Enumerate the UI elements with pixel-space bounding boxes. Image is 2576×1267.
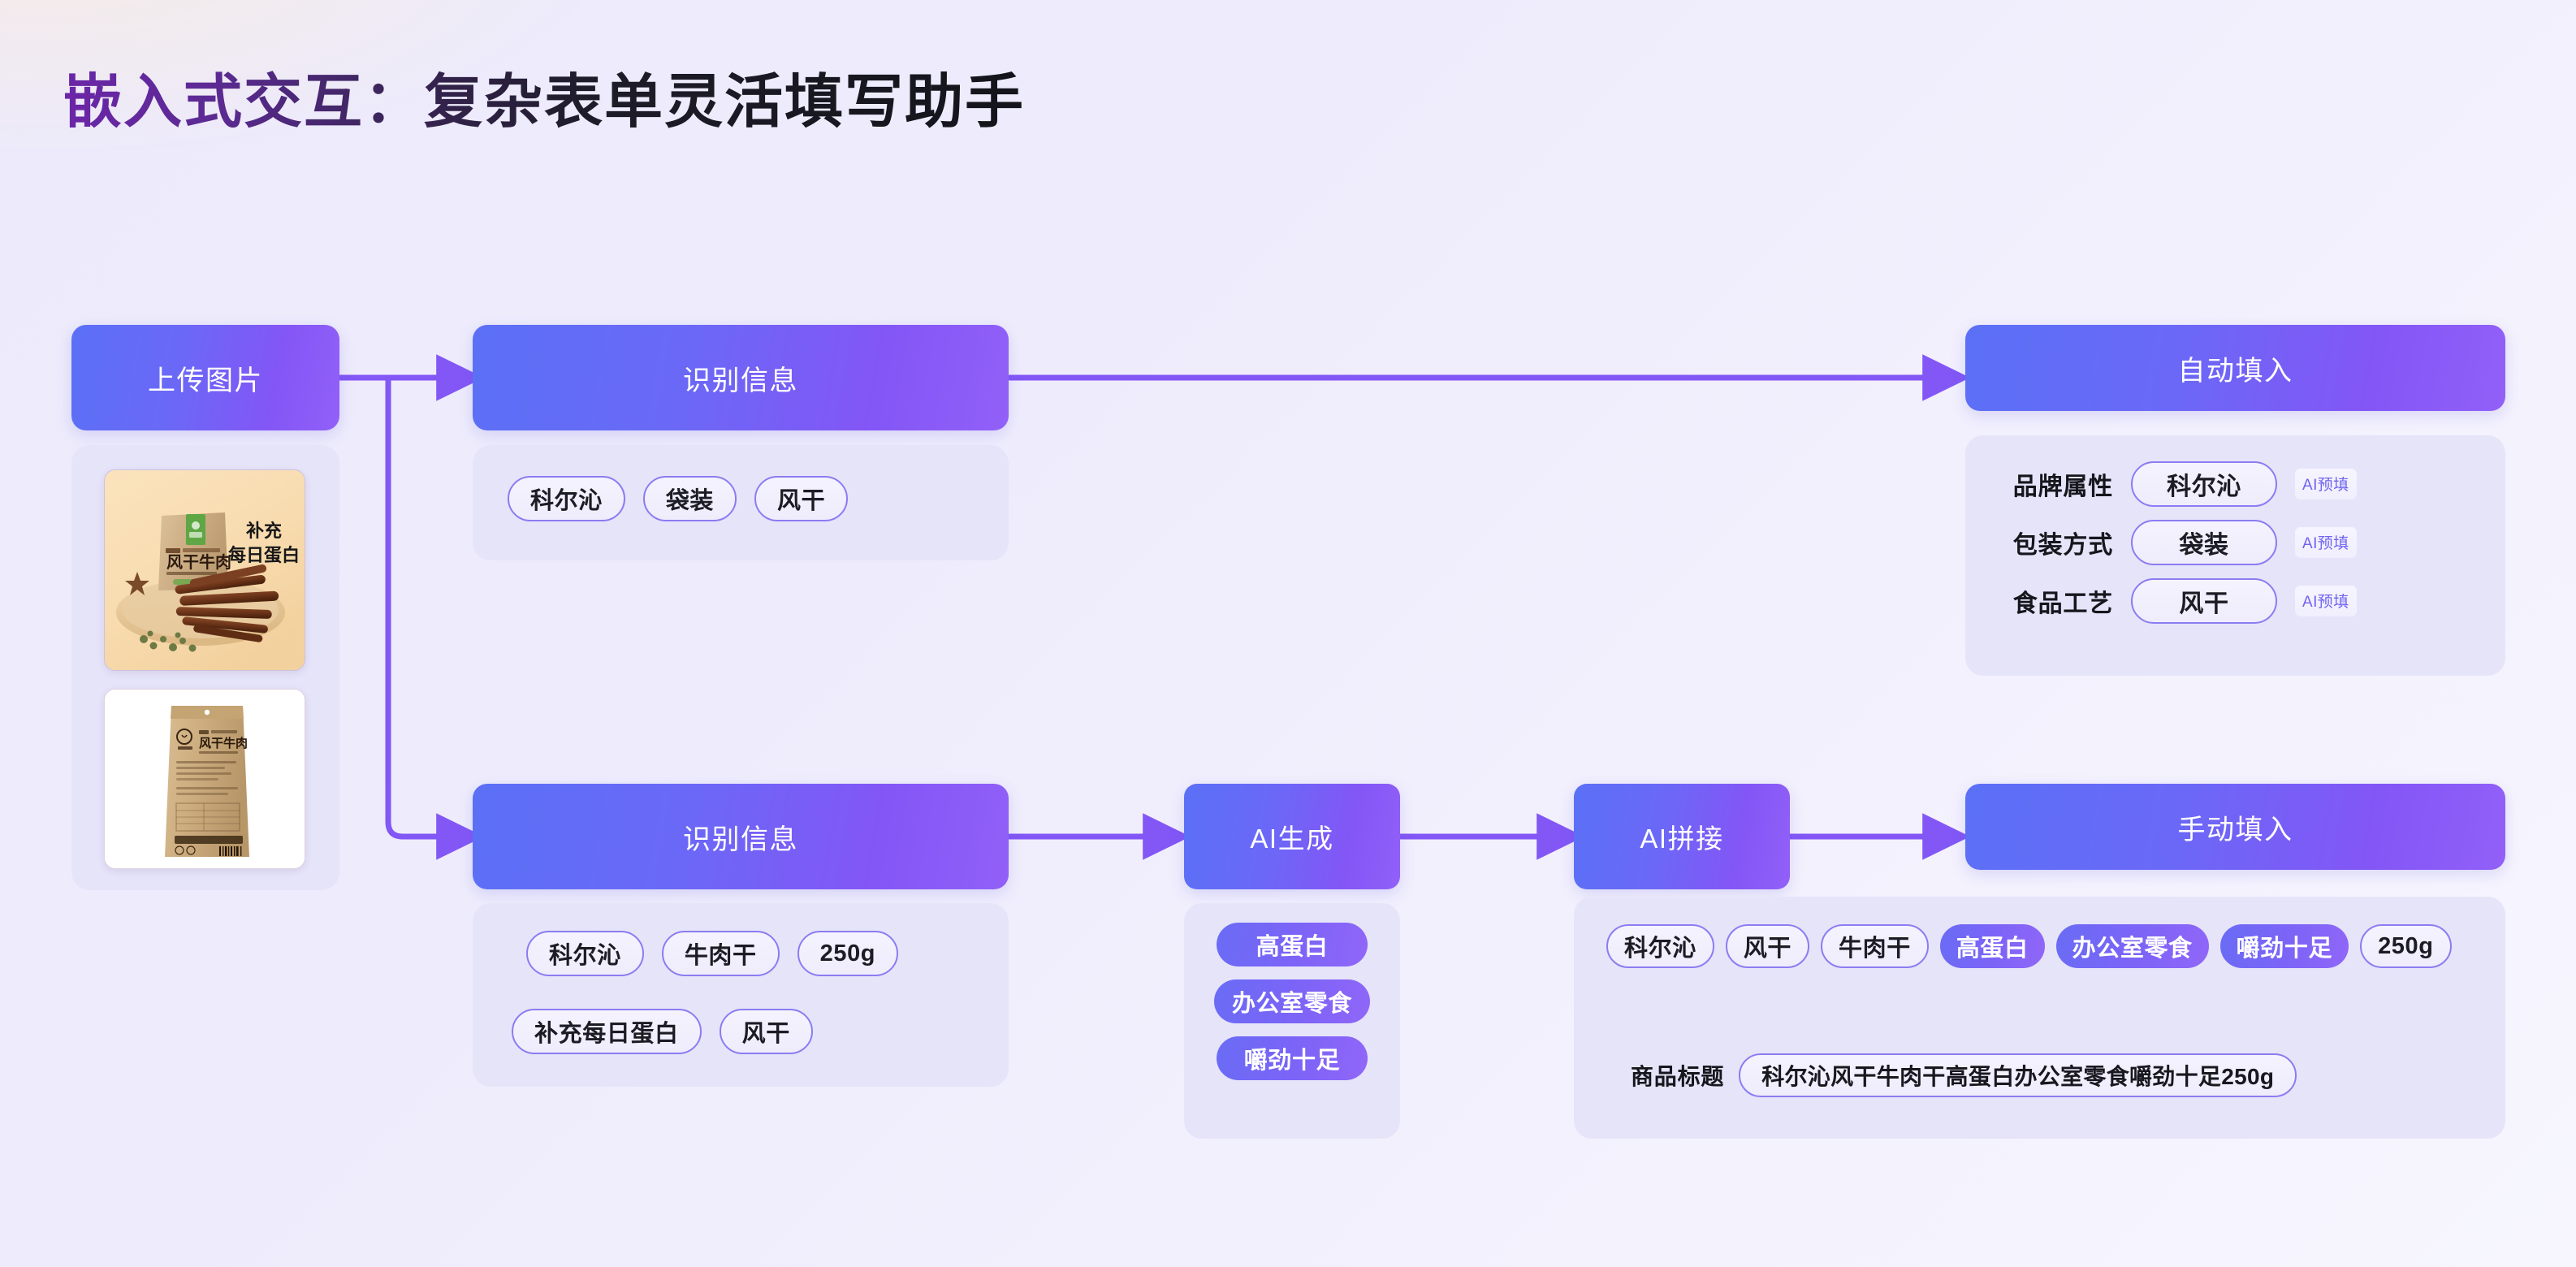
form-row: 包装方式 袋装 AI预填 xyxy=(2006,520,2357,565)
tag-pill[interactable]: 风干 xyxy=(1725,924,1810,968)
svg-text:风干牛肉: 风干牛肉 xyxy=(166,552,231,572)
tag-pill[interactable]: 牛肉干 xyxy=(661,931,780,976)
node-auto-fill[interactable]: 自动填入 xyxy=(1965,325,2505,411)
connector-upload-branch-to-recognize-bottom xyxy=(385,374,484,860)
upload-thumbnail-1[interactable]: 风干牛肉 补充 每日蛋白 xyxy=(104,469,305,671)
tag-pill[interactable]: 风干 xyxy=(719,1009,813,1054)
product-photo-jerky-plate: 风干牛肉 补充 每日蛋白 xyxy=(105,470,305,670)
product-title-field-row: 商品标题 科尔沁风干牛肉干高蛋白办公室零食嚼劲十足250g xyxy=(1631,1053,2297,1097)
node-ai-concat-label: AI拼接 xyxy=(1640,824,1724,854)
form-row: 品牌属性 科尔沁 AI预填 xyxy=(2006,461,2357,507)
thumbnail-caption-line2: 每日蛋白 xyxy=(228,545,300,566)
node-recognize-bottom[interactable]: 识别信息 xyxy=(473,784,1009,889)
tag-pill[interactable]: 补充每日蛋白 xyxy=(512,1009,702,1054)
product-photo-bag-back: 风干牛肉 xyxy=(105,690,305,868)
tag-pill-generated[interactable]: 高蛋白 xyxy=(1939,924,2045,968)
svg-text:风干牛肉: 风干牛肉 xyxy=(199,736,248,750)
form-row-value[interactable]: 科尔沁 xyxy=(2131,461,2277,507)
manual-fill-tags: 科尔沁 风干 牛肉干 高蛋白 办公室零食 嚼劲十足 250g xyxy=(1606,924,2452,968)
page-title: 嵌入式交互：复杂表单灵活填写助手 xyxy=(63,70,1026,135)
tag-pill-generated[interactable]: 嚼劲十足 xyxy=(1217,1036,1368,1080)
tag-pill[interactable]: 牛肉干 xyxy=(1821,924,1929,968)
tag-pill[interactable]: 科尔沁 xyxy=(1606,924,1714,968)
ai-prefill-badge: AI预填 xyxy=(2295,527,2357,558)
tag-pill[interactable]: 袋装 xyxy=(642,476,737,521)
node-recognize-top-label: 识别信息 xyxy=(683,365,798,396)
ai-prefill-badge: AI预填 xyxy=(2295,586,2357,616)
recognize-bottom-tags-row-2: 补充每日蛋白 风干 xyxy=(512,1009,813,1054)
tag-pill-generated[interactable]: 高蛋白 xyxy=(1217,923,1368,966)
form-row-label: 食品工艺 xyxy=(2012,590,2113,617)
form-row-label: 品牌属性 xyxy=(2012,474,2113,500)
node-ai-concat[interactable]: AI拼接 xyxy=(1574,784,1790,889)
form-row: 食品工艺 风干 AI预填 xyxy=(2006,578,2357,624)
tag-pill-generated[interactable]: 嚼劲十足 xyxy=(2219,924,2349,968)
node-ai-generate[interactable]: AI生成 xyxy=(1184,784,1400,889)
node-upload-image[interactable]: 上传图片 xyxy=(71,325,339,430)
node-recognize-top[interactable]: 识别信息 xyxy=(473,325,1009,430)
recognize-top-tags: 科尔沁 袋装 风干 xyxy=(508,476,849,521)
form-row-label: 包装方式 xyxy=(2012,532,2113,559)
product-title-label: 商品标题 xyxy=(1631,1064,1725,1089)
node-upload-image-label: 上传图片 xyxy=(148,365,263,396)
upload-thumbnail-2[interactable]: 风干牛肉 xyxy=(104,689,305,869)
tag-pill[interactable]: 科尔沁 xyxy=(508,476,625,521)
node-recognize-bottom-label: 识别信息 xyxy=(683,824,798,855)
node-manual-fill-label: 手动填入 xyxy=(2177,814,2293,845)
product-title-value[interactable]: 科尔沁风干牛肉干高蛋白办公室零食嚼劲十足250g xyxy=(1739,1053,2297,1097)
form-row-value[interactable]: 风干 xyxy=(2131,578,2277,624)
node-auto-fill-label: 自动填入 xyxy=(2177,355,2293,387)
tag-pill[interactable]: 科尔沁 xyxy=(526,931,644,976)
tag-pill-generated[interactable]: 办公室零食 xyxy=(1213,979,1370,1023)
recognize-bottom-tags-row-1: 科尔沁 牛肉干 250g xyxy=(526,931,899,976)
ai-prefill-badge: AI预填 xyxy=(2295,469,2357,499)
form-row-value[interactable]: 袋装 xyxy=(2131,520,2277,565)
auto-fill-form: 品牌属性 科尔沁 AI预填 包装方式 袋装 AI预填 食品工艺 风干 AI预填 xyxy=(2006,461,2357,624)
node-manual-fill[interactable]: 手动填入 xyxy=(1965,784,2505,870)
tag-pill[interactable]: 250g xyxy=(797,931,899,976)
tag-pill[interactable]: 250g xyxy=(2360,924,2452,968)
node-ai-generate-label: AI生成 xyxy=(1250,824,1334,854)
thumbnail-caption-line1: 补充 xyxy=(245,521,282,542)
ai-generate-tags: 高蛋白 办公室零食 嚼劲十足 xyxy=(1184,923,1400,1080)
tag-pill-generated[interactable]: 办公室零食 xyxy=(2055,924,2209,968)
tag-pill[interactable]: 风干 xyxy=(754,476,849,521)
